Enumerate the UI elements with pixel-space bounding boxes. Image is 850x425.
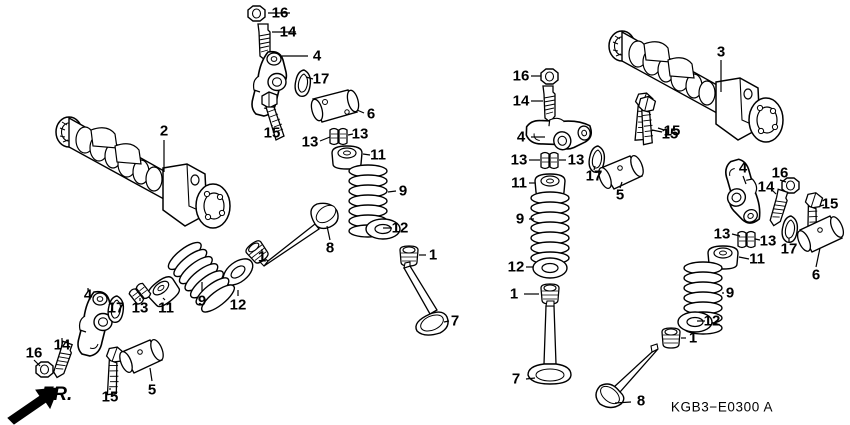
callout-15-right: 15	[821, 195, 839, 213]
callout-16-right: 16	[771, 164, 789, 182]
callout-6-top: 6	[366, 105, 376, 123]
valve-in-8-right	[595, 343, 659, 409]
rocker-shaft-5-mid	[598, 154, 644, 190]
nut-16-mid	[540, 68, 559, 85]
callout-11-top: 11	[370, 146, 386, 164]
callout-1-left: 1	[257, 248, 267, 266]
seat-12-mid	[532, 257, 568, 279]
callout-17-left: 17	[107, 299, 125, 317]
callout-15-cam: 15	[661, 125, 679, 143]
cotter-13-mid	[540, 151, 559, 170]
spring-9-left	[167, 241, 236, 313]
callout-15-top: 15	[263, 124, 281, 142]
callout-11-left: 11	[158, 299, 174, 317]
callout-12-right: 12	[703, 312, 721, 330]
callout-7-mid: 7	[511, 370, 521, 388]
callout-17-mid: 17	[585, 167, 603, 185]
cotter-13-right	[737, 230, 756, 249]
callout-17-right: 17	[780, 240, 798, 258]
callout-9-left: 9	[197, 292, 207, 310]
callout-8-right: 8	[636, 392, 646, 410]
rocker-shaft-5-left	[119, 338, 164, 374]
callout-13-rr: 13	[759, 232, 777, 250]
callout-1-top: 1	[428, 246, 438, 264]
callout-8-left: 8	[325, 239, 335, 257]
callout-1-right: 1	[688, 329, 698, 347]
front-direction-label: FR.	[41, 384, 73, 405]
callout-7: 7	[450, 312, 460, 330]
callout-16-left: 16	[25, 344, 43, 362]
callout-14-top: 14	[279, 23, 297, 41]
callout-5-mid: 5	[615, 186, 625, 204]
rocker-shaft-6-top	[310, 89, 360, 123]
callout-4-mid: 4	[516, 128, 526, 146]
cotter-13-top	[329, 127, 348, 146]
callout-1-mid: 1	[509, 285, 519, 303]
callout-16-top: 16	[271, 4, 289, 22]
callout-9-top: 9	[398, 182, 408, 200]
callout-4-left: 4	[83, 286, 93, 304]
callout-13-ml: 13	[510, 151, 528, 169]
callout-13-tr: 13	[351, 125, 369, 143]
adjusting-screw-14-mid	[542, 85, 556, 123]
callout-14-right: 14	[757, 178, 775, 196]
callout-13-tl: 13	[301, 133, 319, 151]
callout-13-rl: 13	[713, 225, 731, 243]
clip-17-top	[294, 69, 312, 97]
callout-4-top: 4	[312, 47, 322, 65]
callout-17-top: 17	[312, 70, 330, 88]
callout-11-mid: 11	[511, 174, 527, 192]
stem-seal-1-right	[661, 327, 681, 349]
callout-14-mid: 14	[512, 92, 530, 110]
camshaft-rear-2	[55, 116, 231, 229]
callout-15-mid: 15	[663, 122, 681, 140]
callout-13-mr: 13	[567, 151, 585, 169]
drawing-part-number: KGB3−E0300 A	[670, 399, 774, 415]
rocker-arm-4-mid	[523, 109, 595, 158]
nut-16-top	[247, 5, 266, 22]
callout-9-right: 9	[725, 284, 735, 302]
valve-ex-7-mid	[527, 300, 572, 385]
callout-6-right: 6	[811, 266, 821, 284]
callout-4-right: 4	[738, 159, 748, 177]
callout-11-right: 11	[749, 250, 765, 268]
spring-9-mid	[530, 191, 570, 265]
callout-14-left: 14	[53, 336, 71, 354]
callout-2: 2	[159, 122, 169, 140]
callout-16-mid: 16	[512, 67, 530, 85]
callout-12-left: 12	[229, 296, 247, 314]
callout-12-top: 12	[391, 219, 409, 237]
rocker-shaft-6-right	[796, 215, 845, 253]
camshaft-front-3	[608, 30, 784, 143]
callout-13-left: 13	[131, 299, 149, 317]
callout-9-mid: 9	[515, 210, 525, 228]
callout-12-mid: 12	[507, 258, 525, 276]
callout-3: 3	[716, 43, 726, 61]
front-direction-arrow	[7, 387, 59, 425]
clip-17-right	[781, 215, 799, 243]
callout-15-left: 15	[101, 388, 119, 406]
valve-ex-7	[403, 261, 449, 336]
callout-5-left: 5	[147, 381, 157, 399]
